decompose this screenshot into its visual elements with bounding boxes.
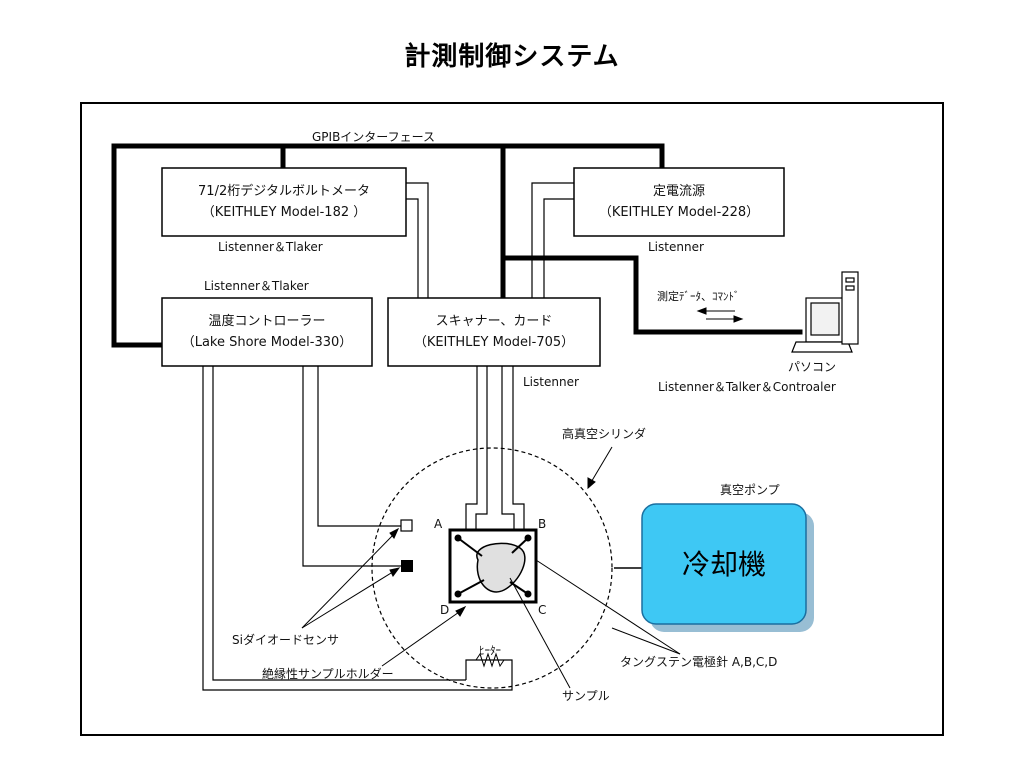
heater-label: ﾋｰﾀｰ bbox=[479, 644, 501, 657]
comm-arrows bbox=[696, 307, 744, 323]
cylinder-label: 高真空シリンダ bbox=[562, 426, 646, 441]
computer-icon bbox=[791, 271, 859, 353]
pc-label: パソコン bbox=[788, 360, 836, 374]
temp-controller-wires bbox=[202, 366, 513, 691]
pump-label: 真空ポンプ bbox=[720, 483, 780, 497]
current-source-box: 定電流源 （KEITHLEY Model-228） bbox=[573, 167, 785, 237]
signal-wires-upper bbox=[406, 182, 574, 298]
sample-pointer bbox=[509, 577, 571, 689]
scanner-name: スキャナー、カード bbox=[436, 314, 553, 329]
vacuum-cylinder bbox=[371, 447, 613, 689]
cooler-unit: 冷却機 bbox=[641, 503, 814, 632]
sample-label: サンプル bbox=[562, 689, 610, 703]
current-source-role: Listenner bbox=[648, 240, 704, 254]
corner-c: C bbox=[538, 603, 546, 617]
probe-pointer bbox=[535, 559, 681, 655]
diode-sensor-open bbox=[400, 519, 413, 532]
gpib-bus-label: GPIBインターフェース bbox=[312, 130, 435, 144]
diode-pointers bbox=[301, 527, 401, 629]
voltmeter-name: 71/2桁デジタルボルトメータ bbox=[198, 183, 370, 199]
diagram-frame bbox=[80, 102, 944, 736]
current-source-model: （KEITHLEY Model-228） bbox=[599, 205, 759, 220]
sample bbox=[476, 542, 526, 593]
scanner-role: Listenner bbox=[523, 375, 579, 389]
heater-resistor bbox=[475, 652, 505, 668]
probe-label: タングステン電極針 A,B,C,D bbox=[620, 654, 777, 669]
voltmeter-model: （KEITHLEY Model-182 ） bbox=[202, 205, 367, 220]
holder-label: 絶縁性サンプルホルダー bbox=[262, 666, 394, 681]
page-title: 計測制御システム bbox=[404, 42, 620, 72]
cooler-label: 冷却機 bbox=[682, 548, 766, 581]
pc-role: Listenner＆Talker＆Controaler bbox=[658, 380, 836, 394]
holder-pointer bbox=[381, 605, 467, 667]
diode-label: Siダイオードセンサ bbox=[232, 632, 339, 647]
pc-comm-label: 測定ﾃﾞｰﾀ、ｺﾏﾝﾄﾞ bbox=[657, 289, 740, 303]
current-source-name: 定電流源 bbox=[653, 184, 705, 199]
temp-controller-name: 温度コントローラー bbox=[208, 313, 325, 329]
gpib-bus bbox=[111, 143, 803, 348]
temp-controller-role: Listenner＆Tlaker bbox=[204, 279, 309, 293]
scanner-sample-wires bbox=[465, 366, 525, 530]
corner-d: D bbox=[440, 603, 449, 617]
diode-sensor-filled bbox=[401, 560, 413, 572]
scanner-box: スキャナー、カード （KEITHLEY Model-705） bbox=[387, 297, 601, 367]
scanner-model: （KEITHLEY Model-705） bbox=[414, 335, 574, 350]
sample-holder bbox=[448, 528, 538, 604]
temp-controller-box: 温度コントローラー （Lake Shore Model-330） bbox=[161, 297, 373, 367]
cylinder-pointer bbox=[587, 446, 613, 490]
voltmeter-role: Listenner＆Tlaker bbox=[218, 240, 323, 254]
temp-controller-model: （Lake Shore Model-330） bbox=[182, 335, 353, 350]
voltmeter-box: 71/2桁デジタルボルトメータ （KEITHLEY Model-182 ） bbox=[161, 167, 407, 237]
corner-a: A bbox=[434, 517, 443, 531]
corner-b: B bbox=[538, 517, 546, 531]
